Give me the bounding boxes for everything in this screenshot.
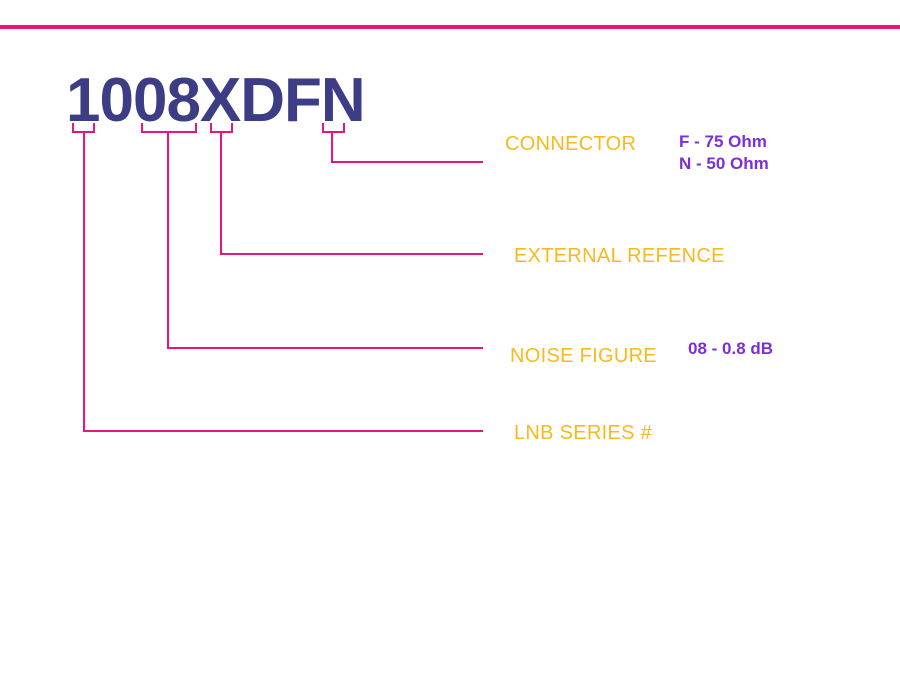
bracket-series (72, 123, 95, 133)
leader-connector (331, 132, 483, 163)
leader-series (83, 132, 483, 432)
label-external-reference: EXTERNAL REFENCE (514, 245, 725, 267)
leader-noise (167, 132, 483, 349)
leader-reference (220, 132, 483, 255)
bracket-noise (141, 123, 197, 133)
bracket-connector (322, 123, 345, 133)
label-lnb-series: LNB SERIES # (514, 422, 653, 444)
top-accent-rule (0, 25, 900, 29)
part-number-code: 1008XDFN (66, 66, 366, 135)
value-noise-figure: 08 - 0.8 dB (688, 339, 774, 358)
bracket-reference (210, 123, 233, 133)
label-connector: CONNECTOR (505, 133, 637, 155)
value-connector-n: N - 50 Ohm (679, 154, 769, 173)
value-connector-f: F - 75 Ohm (679, 132, 767, 151)
label-noise-figure: NOISE FIGURE (510, 345, 657, 367)
